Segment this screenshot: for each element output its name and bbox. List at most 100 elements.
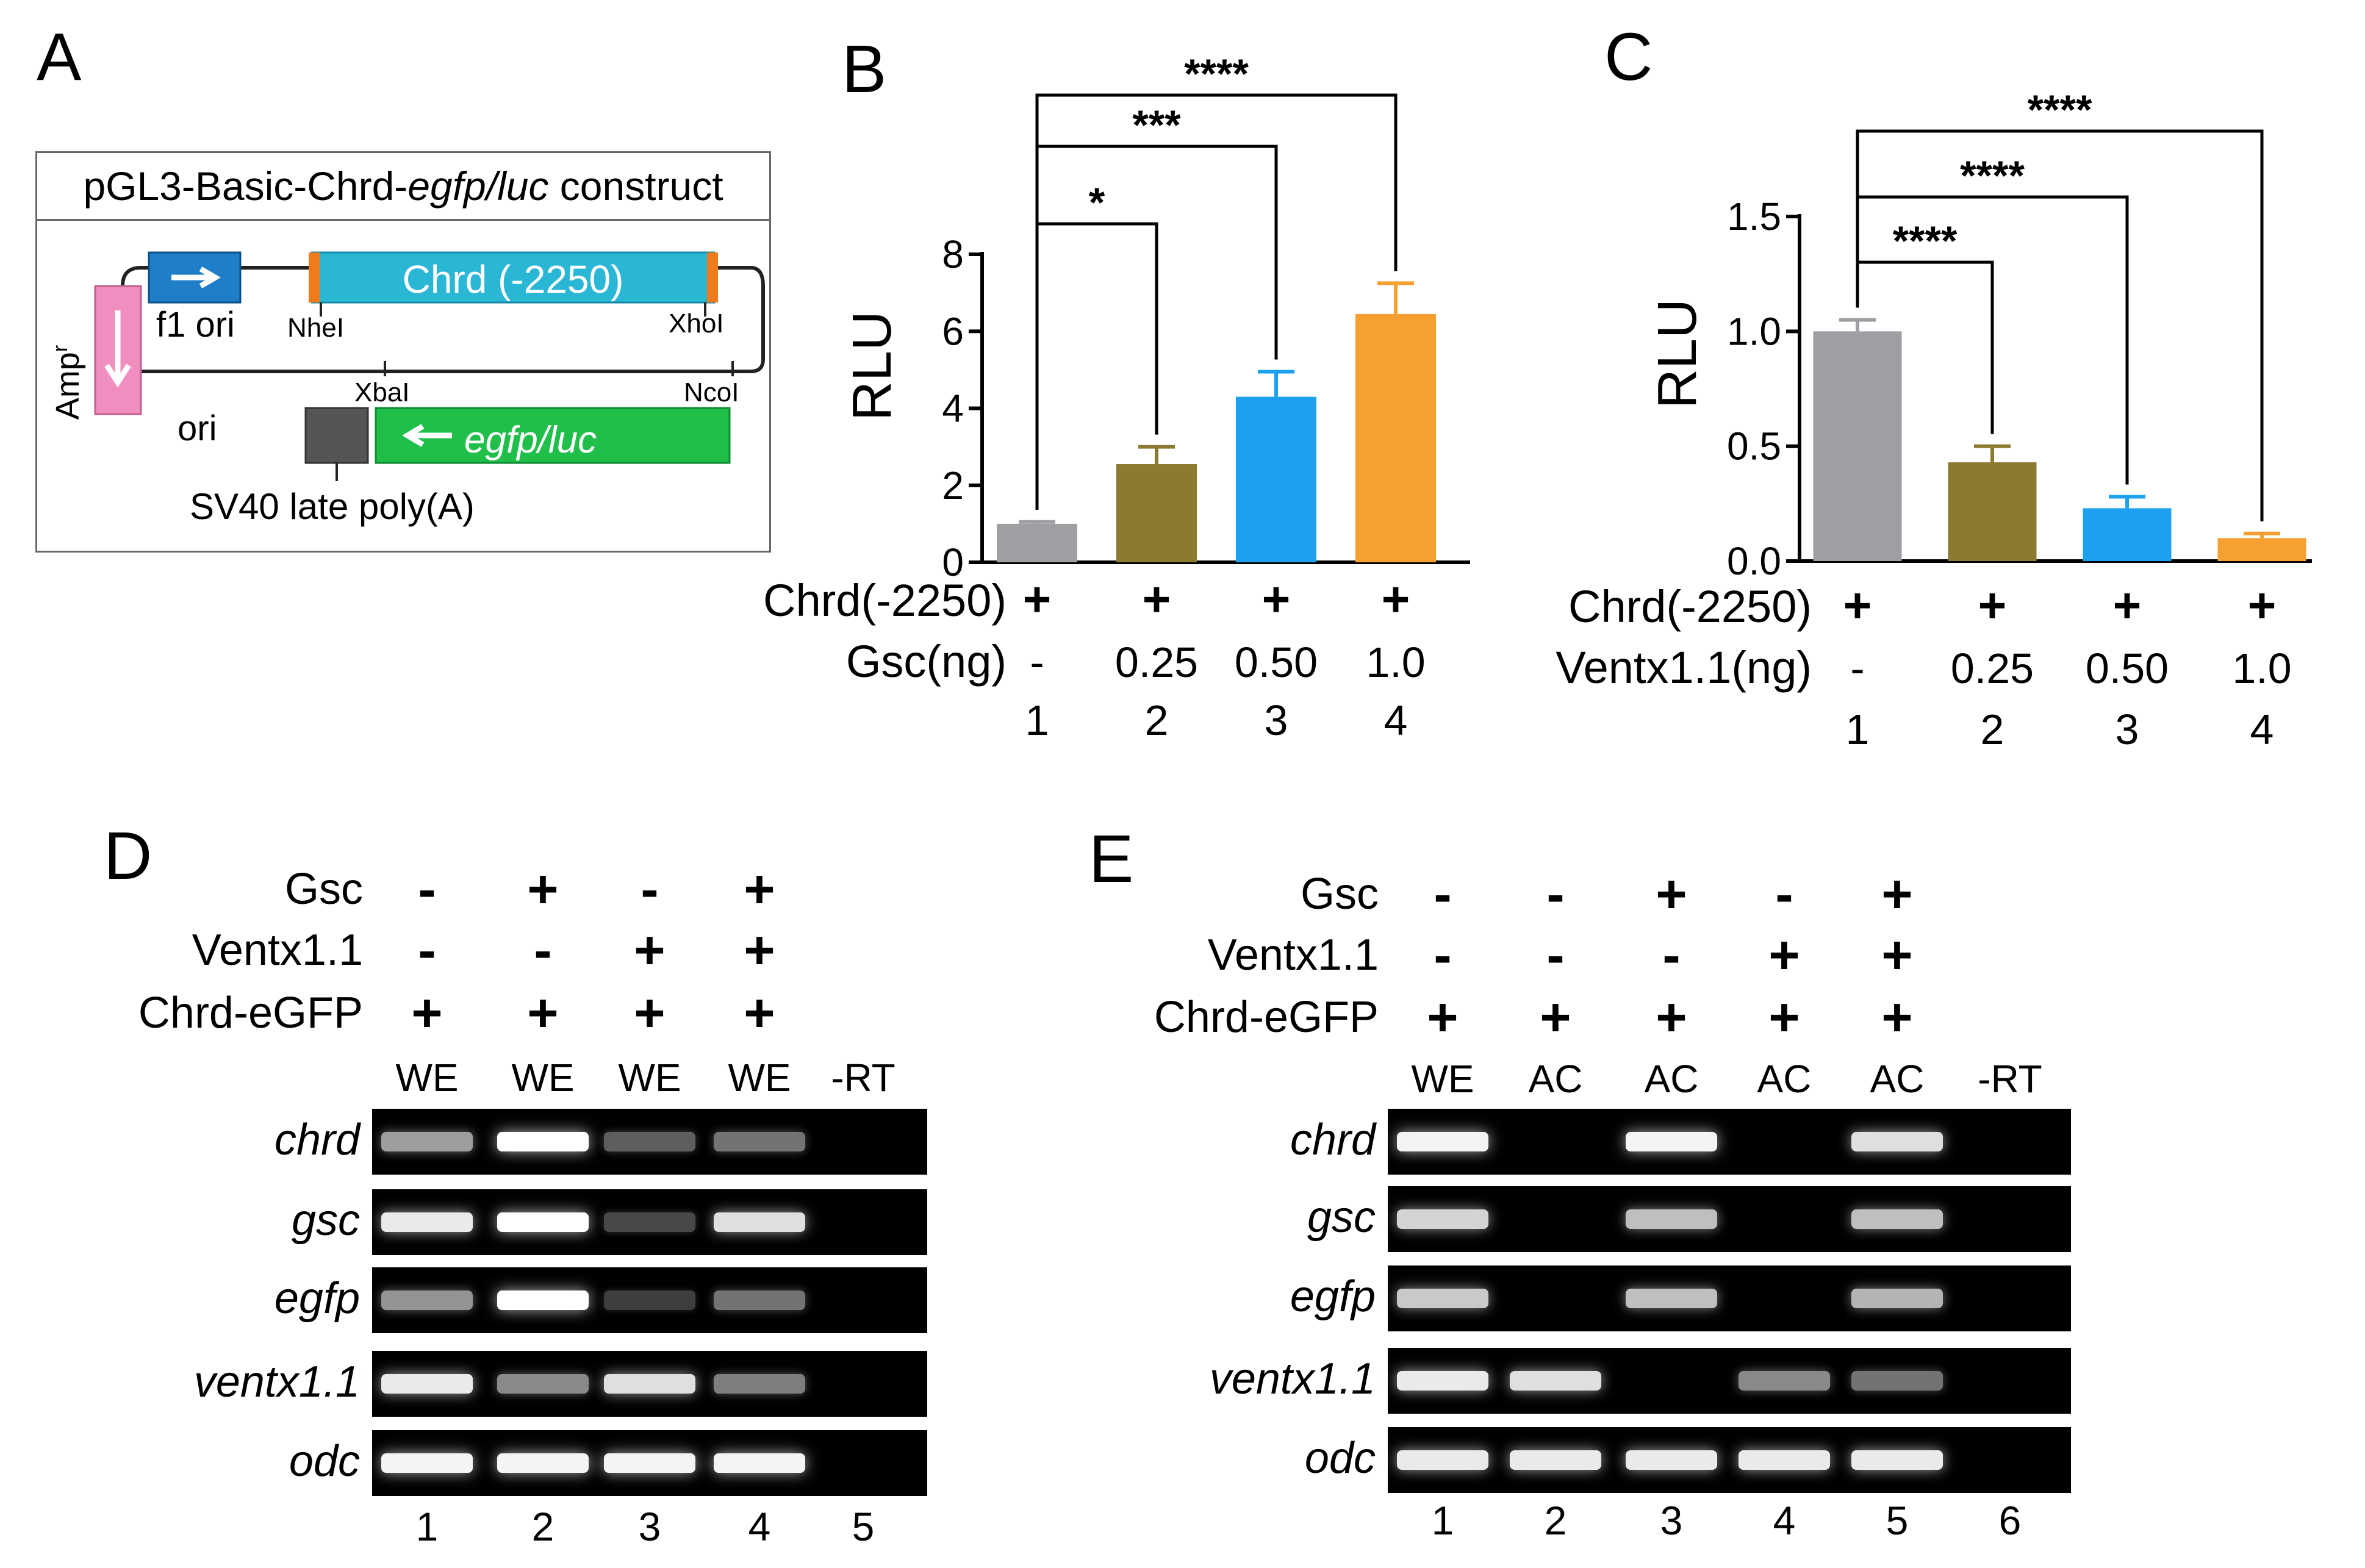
- lane-number: 4: [1384, 696, 1408, 744]
- gel-band: [497, 1291, 589, 1310]
- construct-title-prefix: pGL3-Basic-Chrd-: [83, 163, 408, 209]
- row2-value: 1.0: [1366, 639, 1425, 686]
- gel-band: [604, 1132, 695, 1151]
- gel-band: [381, 1453, 473, 1473]
- treatment-sign: +: [1768, 987, 1800, 1047]
- y-tick-label: 2: [942, 464, 964, 507]
- lane-number: 3: [2116, 706, 2139, 753]
- gel-band: [381, 1212, 473, 1232]
- gene-label: egfp: [274, 1274, 360, 1323]
- y-axis-label: RLU: [1647, 299, 1708, 409]
- bar: [2217, 538, 2306, 561]
- treatment-sign: -: [1434, 864, 1452, 924]
- gel-band: [714, 1453, 805, 1473]
- gel-band: [381, 1374, 473, 1394]
- gel-band: [381, 1132, 473, 1151]
- treatment-sign: +: [744, 859, 775, 919]
- chart-c: 0.00.51.01.5RLU************Chrd(-2250)Ve…: [1556, 87, 2312, 753]
- lane-number: 1: [415, 1504, 439, 1549]
- row1-label: Chrd(-2250): [1568, 581, 1812, 632]
- significance-label: ***: [1132, 102, 1181, 148]
- treatment-sign: -: [1434, 925, 1452, 985]
- sample-label: WE: [728, 1056, 791, 1100]
- y-axis-label: RLU: [842, 311, 903, 421]
- treatment-label: Chrd-eGFP: [1154, 993, 1379, 1042]
- treatment-sign: +: [1881, 987, 1913, 1047]
- y-tick-label: 1.5: [1727, 195, 1781, 238]
- lane-number: 5: [1886, 1498, 1909, 1543]
- gel-band: [714, 1212, 805, 1232]
- treatment-sign: +: [1427, 987, 1459, 1047]
- ori-label: ori: [178, 409, 217, 448]
- chart-b: 02468RLU********Chrd(-2250)Gsc(ng)++++-0…: [763, 51, 1470, 744]
- f1-ori-arrow-icon: [171, 267, 221, 288]
- plasmid-map: [94, 251, 765, 481]
- construct-title-italic: egfp/luc: [407, 163, 549, 209]
- nhei-label: NheI: [287, 313, 344, 343]
- lane-number: 3: [638, 1504, 661, 1549]
- sample-label: WE: [395, 1056, 459, 1100]
- treatment-sign: +: [1881, 864, 1913, 924]
- gel-band: [497, 1374, 589, 1394]
- sample-label: AC: [1757, 1057, 1812, 1101]
- gene-label: gsc: [1307, 1193, 1376, 1242]
- gel-band: [604, 1212, 695, 1232]
- lane-number: 4: [748, 1504, 771, 1549]
- egfp-arrow-icon: [402, 424, 452, 447]
- gel-band: [1851, 1371, 1943, 1391]
- panel-label-e: E: [1089, 822, 1134, 897]
- lane-number: 4: [1773, 1498, 1796, 1543]
- treatment-sign: +: [634, 983, 666, 1043]
- row1-label: Chrd(-2250): [763, 575, 1007, 626]
- gene-label: odc: [289, 1437, 360, 1486]
- row1-value: +: [2113, 578, 2142, 632]
- gel-band: [1851, 1450, 1943, 1470]
- bar: [1948, 462, 2037, 561]
- significance-label: *: [1089, 179, 1105, 226]
- gel-band: [1510, 1371, 1601, 1391]
- row2-value: -: [1030, 639, 1044, 686]
- row2-value: 0.25: [1115, 639, 1198, 686]
- chrd-right-cap: [707, 252, 718, 303]
- gel-band: [381, 1291, 473, 1310]
- lane-number: 4: [2250, 706, 2274, 753]
- gel-strip: [1388, 1427, 2071, 1493]
- y-tick-label: 8: [942, 232, 964, 276]
- significance-bracket: [1035, 93, 1398, 510]
- gel-strip: [1388, 1348, 2071, 1414]
- gel-band: [1739, 1450, 1830, 1470]
- gel-band: [714, 1132, 805, 1151]
- bar: [1355, 313, 1436, 562]
- amp-label-sup: r: [49, 345, 72, 353]
- polya-label: SV40 late poly(A): [190, 486, 475, 527]
- sample-label: -RT: [831, 1056, 895, 1100]
- bar: [1813, 331, 1902, 561]
- row2-value: -: [1850, 645, 1864, 692]
- y-tick-label: 0.5: [1727, 424, 1781, 468]
- construct-title-suffix: construct: [548, 163, 723, 209]
- gene-label: chrd: [1290, 1115, 1376, 1164]
- polya-box: [304, 407, 369, 464]
- gel-band: [604, 1453, 695, 1473]
- f1-ori-label: f1 ori: [156, 305, 235, 345]
- gel-band: [1397, 1371, 1488, 1391]
- gel-band: [604, 1374, 695, 1394]
- treatment-sign: +: [411, 983, 443, 1043]
- gel-band: [497, 1212, 589, 1232]
- treatment-label: Ventx1.1: [1207, 931, 1379, 979]
- row2-value: 0.25: [1951, 645, 2034, 692]
- gene-label: gsc: [291, 1196, 360, 1245]
- panel-label-d: D: [104, 818, 153, 893]
- gel-band: [1510, 1450, 1601, 1470]
- lane-number: 6: [1998, 1498, 2022, 1543]
- row1-value: +: [1843, 578, 1872, 632]
- panel-label-b: B: [842, 32, 887, 107]
- bar: [1116, 464, 1197, 562]
- treatment-sign: -: [641, 859, 659, 919]
- sample-label: WE: [1411, 1057, 1474, 1101]
- y-tick-label: 0.0: [1727, 539, 1781, 583]
- gene-label: ventx1.1: [1209, 1355, 1376, 1403]
- treatment-label: Ventx1.1: [192, 926, 363, 975]
- sample-label: AC: [1870, 1057, 1925, 1101]
- treatment-sign: -: [1662, 925, 1681, 985]
